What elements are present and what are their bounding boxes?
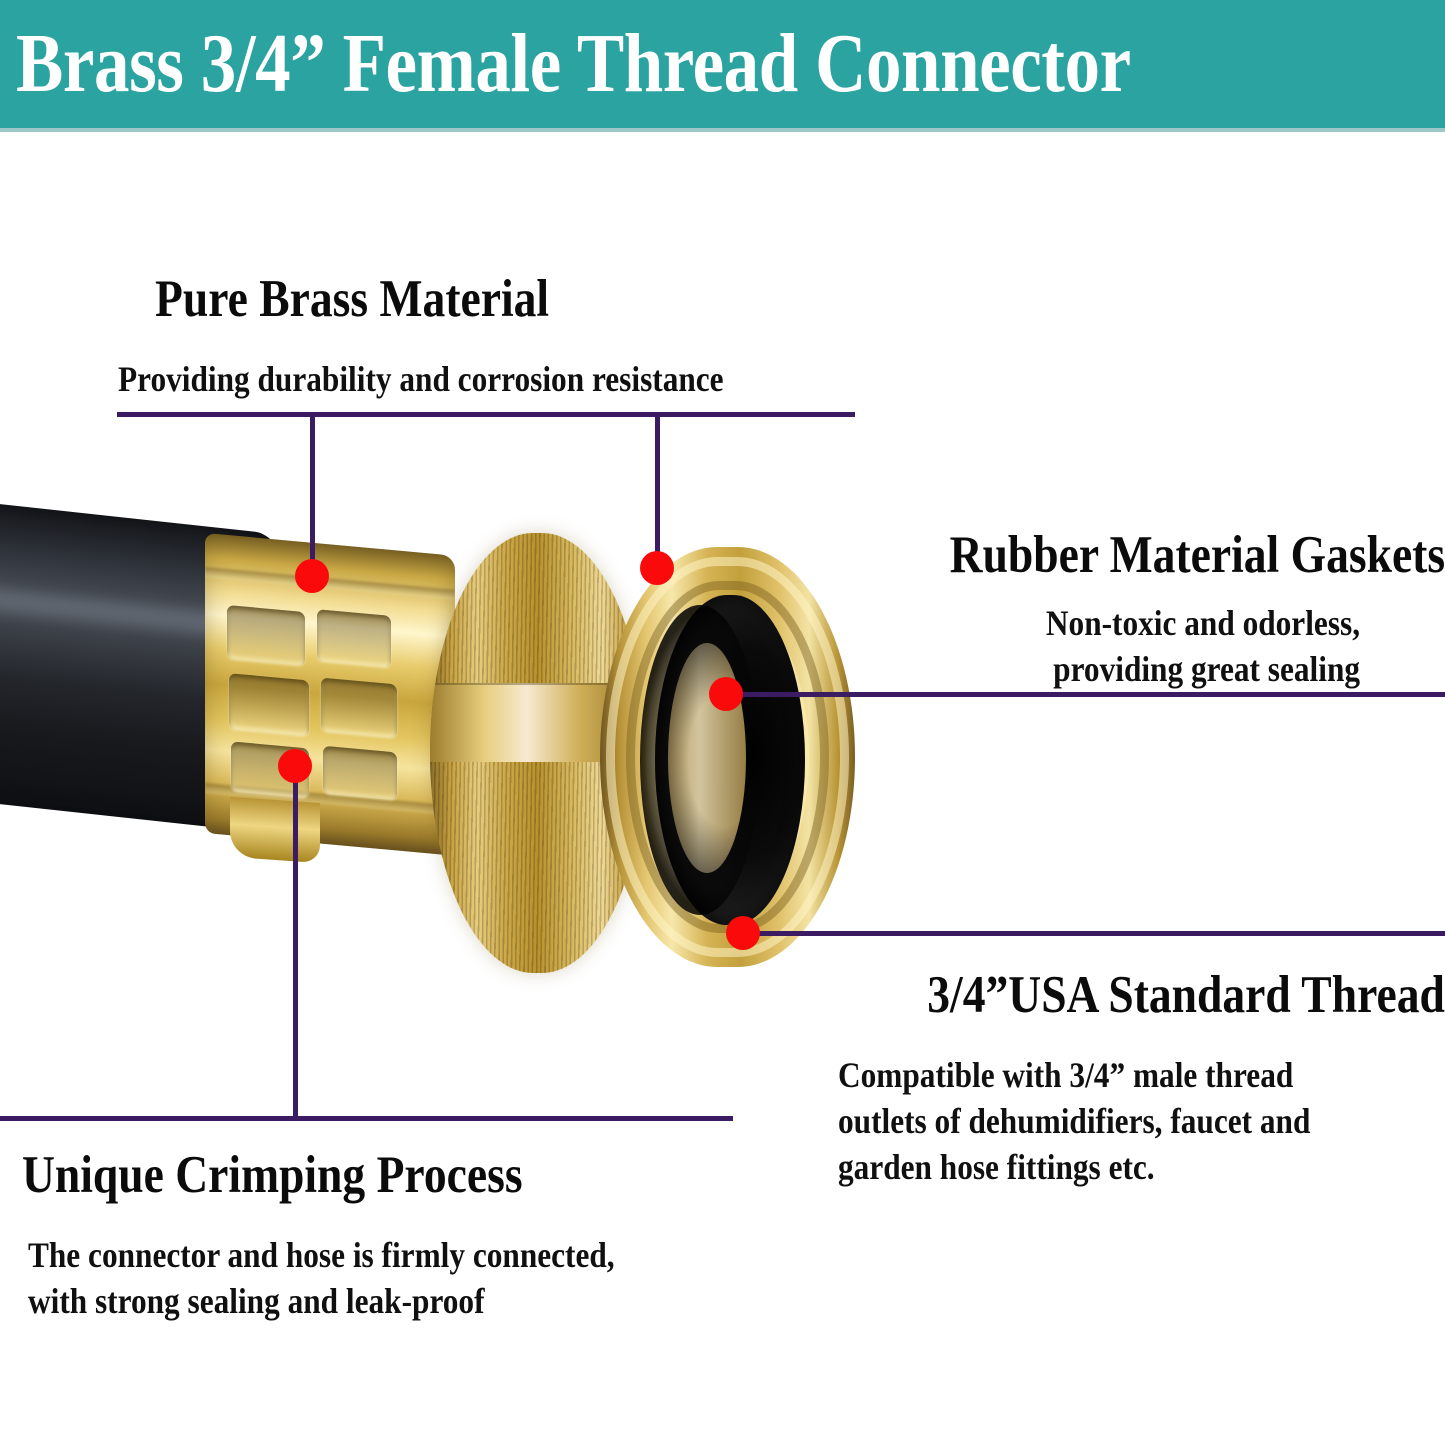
callout-heading-rubber-material-gaskets: Rubber Material Gaskets [949, 526, 1445, 584]
callout-heading-unique-crimping-process: Unique Crimping Process [22, 1146, 523, 1204]
leader-line-thread-horizontal [743, 931, 1445, 936]
header-banner: Brass 3/4” Female Thread Connector [0, 0, 1445, 128]
marker-brass-ferrule[interactable] [295, 559, 329, 593]
marker-thread[interactable] [726, 916, 760, 950]
ferrule-flare [230, 796, 320, 864]
bore-shadow [640, 605, 760, 915]
leader-line-crimp-vertical [293, 768, 298, 1120]
callout-body-unique-crimping-process: The connector and hose is firmly connect… [28, 1235, 615, 1322]
page-title: Brass 3/4” Female Thread Connector [16, 17, 1131, 110]
callout-body-pure-brass-material: Providing durability and corrosion resis… [118, 359, 724, 399]
header-underline [0, 128, 1445, 132]
callout-heading-usa-standard-thread: 3/4”USA Standard Thread [927, 966, 1445, 1024]
leader-line-gasket-horizontal [726, 692, 1445, 697]
callout-body-rubber-material-gaskets: Non-toxic and odorless, providing great … [1045, 603, 1360, 690]
marker-crimp[interactable] [278, 749, 312, 783]
marker-knurled-nut[interactable] [640, 551, 674, 585]
callout-heading-pure-brass-material: Pure Brass Material [155, 270, 550, 328]
leader-line-bottom-horizontal [0, 1116, 733, 1121]
leader-line-ferrule-vertical [310, 412, 315, 578]
callout-body-usa-standard-thread: Compatible with 3/4” male thread outlets… [838, 1055, 1311, 1188]
leader-line-nut-vertical [655, 412, 660, 570]
marker-rubber-gasket[interactable] [709, 677, 743, 711]
leader-line-top-horizontal [117, 412, 855, 417]
product-photo [0, 455, 900, 1025]
